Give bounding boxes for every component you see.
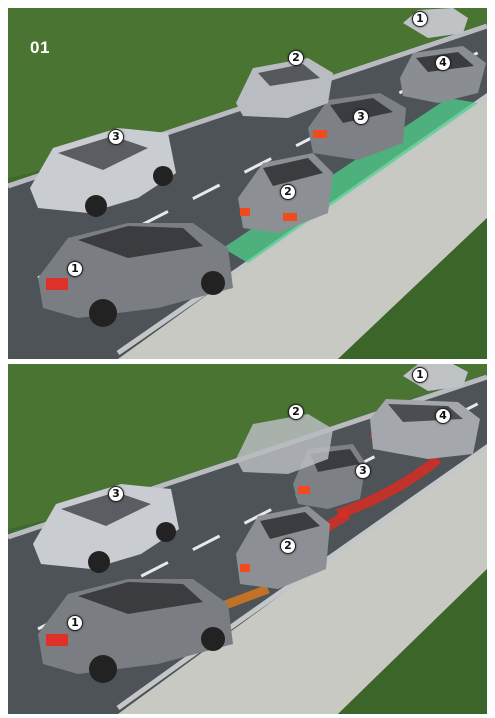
marker-number: 3 bbox=[355, 463, 371, 479]
marker-number: 1 bbox=[67, 615, 83, 631]
marker-number: 4 bbox=[435, 55, 451, 71]
marker-number: 2 bbox=[280, 538, 296, 554]
scene-top-panel: 01 1 2 3 4 2 3 1 bbox=[8, 8, 487, 359]
marker-number: 2 bbox=[280, 184, 296, 200]
marker-number: 1 bbox=[412, 367, 428, 383]
marker-number: 4 bbox=[435, 408, 451, 424]
marker-number: 1 bbox=[412, 11, 428, 27]
car-4 bbox=[370, 399, 480, 459]
figure-label: 01 bbox=[30, 38, 50, 58]
marker-number: 2 bbox=[288, 50, 304, 66]
marker-number: 2 bbox=[288, 404, 304, 420]
scene-top-illustration bbox=[8, 8, 487, 359]
marker-number: 3 bbox=[353, 109, 369, 125]
scene-bottom-illustration bbox=[8, 364, 487, 714]
marker-number: 3 bbox=[108, 486, 124, 502]
marker-number: 1 bbox=[67, 261, 83, 277]
scene-bottom-panel: 1 2 4 3 3 2 1 bbox=[8, 364, 487, 714]
marker-number: 3 bbox=[108, 129, 124, 145]
